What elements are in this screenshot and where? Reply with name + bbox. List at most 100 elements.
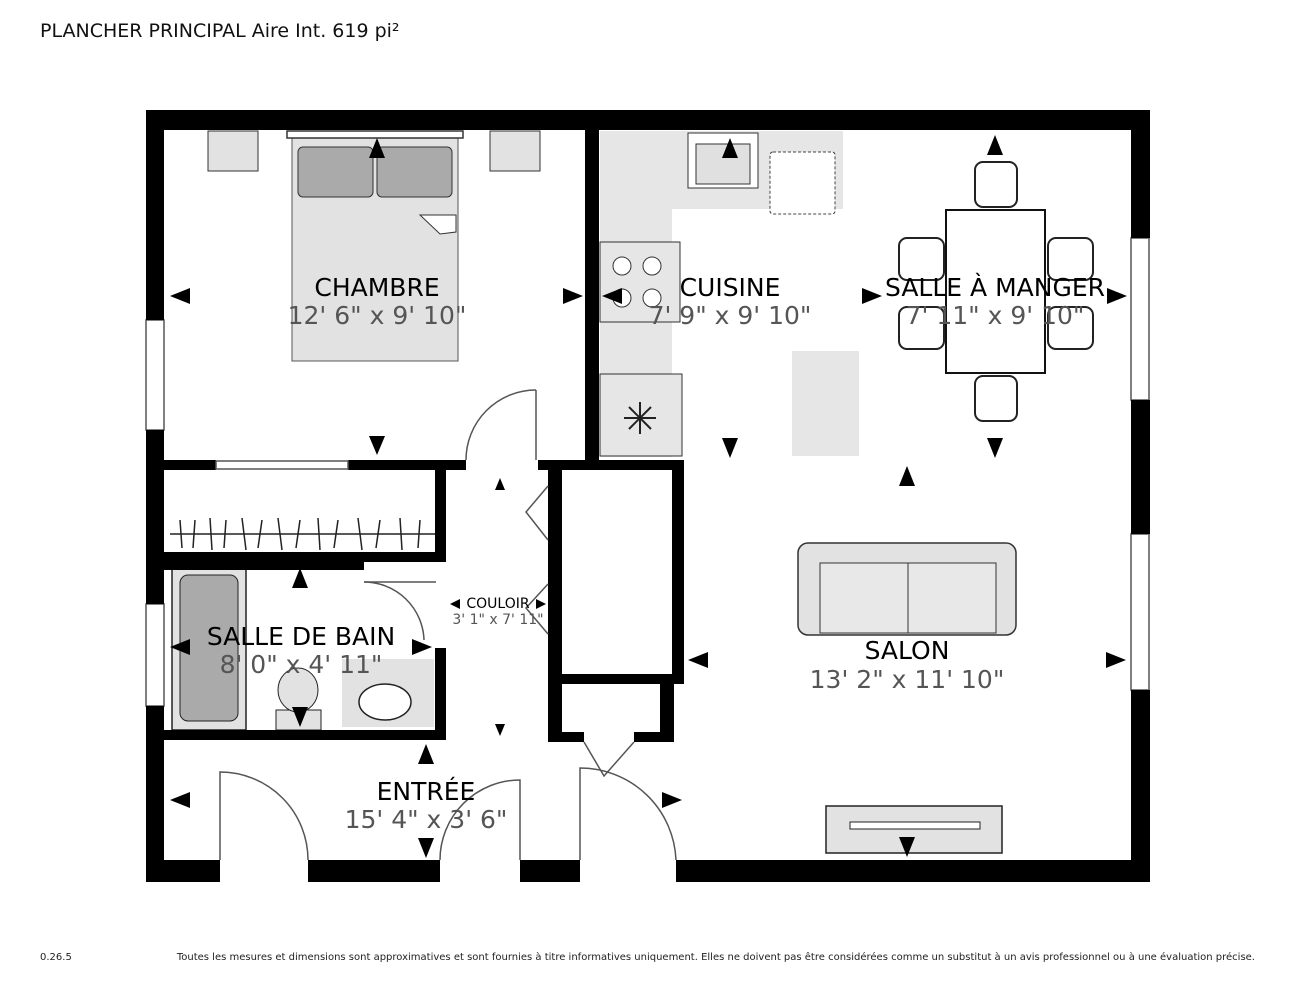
arrow-down-icon xyxy=(987,438,1003,458)
wall-right xyxy=(1131,690,1150,882)
stove xyxy=(599,241,681,323)
arrow-left-icon xyxy=(170,792,190,808)
bifold-door xyxy=(583,741,635,778)
wall-storage-side xyxy=(660,684,674,742)
wall-bath-side xyxy=(435,648,446,740)
wall-closet-side xyxy=(435,470,446,560)
sofa-cushion xyxy=(819,562,909,634)
burner xyxy=(642,256,662,276)
arrow-up-icon xyxy=(899,466,915,486)
dishwasher xyxy=(769,151,836,215)
bifold-door xyxy=(525,485,549,541)
chair xyxy=(1047,237,1094,281)
arrow-up-icon xyxy=(722,138,738,158)
door-swing xyxy=(219,771,309,861)
wall-bath-bottom xyxy=(164,730,446,740)
nightstand-left xyxy=(207,130,259,172)
arrow-right-icon xyxy=(1107,288,1127,304)
room-dim-salle-a-manger: 7' 11" x 9' 10" xyxy=(906,301,1085,330)
arrow-right-icon xyxy=(536,599,546,609)
wall-closet-bottom xyxy=(164,552,446,562)
room-dim-salon: 13' 2" x 11' 10" xyxy=(810,665,1005,694)
window xyxy=(145,603,165,707)
wall-bottom xyxy=(520,860,580,882)
wall-bedroom-bottom xyxy=(348,460,466,470)
bed-sheet-fold xyxy=(418,214,457,235)
arrow-right-icon xyxy=(862,288,882,304)
bifold-door xyxy=(525,583,549,635)
chair xyxy=(1047,306,1094,350)
arrow-down-icon xyxy=(722,438,738,458)
room-name-salle-de-bain: SALLE DE BAIN xyxy=(207,622,395,651)
room-name-cuisine: CUISINE xyxy=(680,273,781,302)
wall-storage-bottom xyxy=(634,732,674,742)
walls xyxy=(146,110,1150,882)
arrow-up-icon xyxy=(495,478,505,490)
arrow-right-icon xyxy=(412,639,432,655)
sliding-door xyxy=(215,460,349,470)
arrow-right-icon xyxy=(662,792,682,808)
wall-right xyxy=(1131,400,1150,534)
arrow-left-icon xyxy=(170,288,190,304)
wall-kitchen-bedroom xyxy=(585,130,599,465)
chair xyxy=(974,375,1018,422)
dimension-arrows xyxy=(170,135,1127,858)
pillow-right xyxy=(376,146,453,198)
nightstand-right xyxy=(489,130,541,172)
disclaimer: Toutes les mesures et dimensions sont ap… xyxy=(176,952,1255,963)
room-dim-chambre: 12' 6" x 9' 10" xyxy=(288,301,467,330)
arrow-left-icon xyxy=(170,639,190,655)
chair xyxy=(898,237,945,281)
wall-left xyxy=(146,110,164,320)
room-dim-couloir: 3' 1" x 7' 11" xyxy=(452,612,543,628)
arrow-left-icon xyxy=(450,599,460,609)
arrow-down-icon xyxy=(369,436,385,455)
arrow-down-icon xyxy=(418,838,434,858)
wall-left xyxy=(146,430,164,604)
door-swing xyxy=(439,779,521,861)
dining-table xyxy=(945,209,1046,374)
wall-top xyxy=(146,110,1150,130)
arrow-right-icon xyxy=(1106,652,1126,668)
room-dim-salle-de-bain: 8' 0" x 4' 11" xyxy=(220,650,383,679)
arrow-up-icon xyxy=(369,138,385,158)
window xyxy=(145,319,165,431)
wall-bottom xyxy=(146,860,220,882)
wall-bottom xyxy=(676,860,1150,882)
room-name-couloir: COULOIR xyxy=(466,596,529,612)
sofa-cushion xyxy=(907,562,997,634)
room-name-entree: ENTRÉE xyxy=(377,777,476,806)
arrow-down-icon xyxy=(899,837,915,857)
arrow-down-icon xyxy=(292,707,308,727)
plan-title: PLANCHER PRINCIPAL Aire Int. 619 pi² xyxy=(40,20,400,42)
wall-bedroom-bottom xyxy=(164,460,216,470)
door-swing xyxy=(579,767,677,861)
snowflake-icon xyxy=(624,402,656,434)
room-dim-cuisine: 7' 9" x 9' 10" xyxy=(649,301,812,330)
window xyxy=(1130,237,1150,401)
arrow-up-icon xyxy=(418,744,434,764)
chair xyxy=(974,161,1018,208)
room-name-chambre: CHAMBRE xyxy=(314,273,439,302)
room-name-salon: SALON xyxy=(865,636,950,665)
burner xyxy=(612,256,632,276)
arrow-left-icon xyxy=(688,652,708,668)
room-dim-entree: 15' 4" x 3' 6" xyxy=(345,805,508,834)
wall-bottom xyxy=(308,860,440,882)
wall-right xyxy=(1131,110,1150,238)
room-labels: CHAMBRE 12' 6" x 9' 10" CUISINE 7' 9" x … xyxy=(207,273,1105,834)
room-name-salle-a-manger: SALLE À MANGER xyxy=(885,273,1105,302)
pillow-left xyxy=(297,146,374,198)
arrow-left-icon xyxy=(602,288,622,304)
version-label: 0.26.5 xyxy=(40,952,72,963)
arrow-down-icon xyxy=(495,724,505,736)
chair xyxy=(898,306,945,350)
arrow-right-icon xyxy=(563,288,583,304)
sink-basin xyxy=(695,143,751,185)
door-swing xyxy=(363,581,425,641)
wall-kitchen-bottom xyxy=(538,460,684,470)
wall-storage-bottom xyxy=(562,674,684,684)
kitchen-island xyxy=(792,351,859,456)
wall-storage-bottom xyxy=(562,732,584,742)
